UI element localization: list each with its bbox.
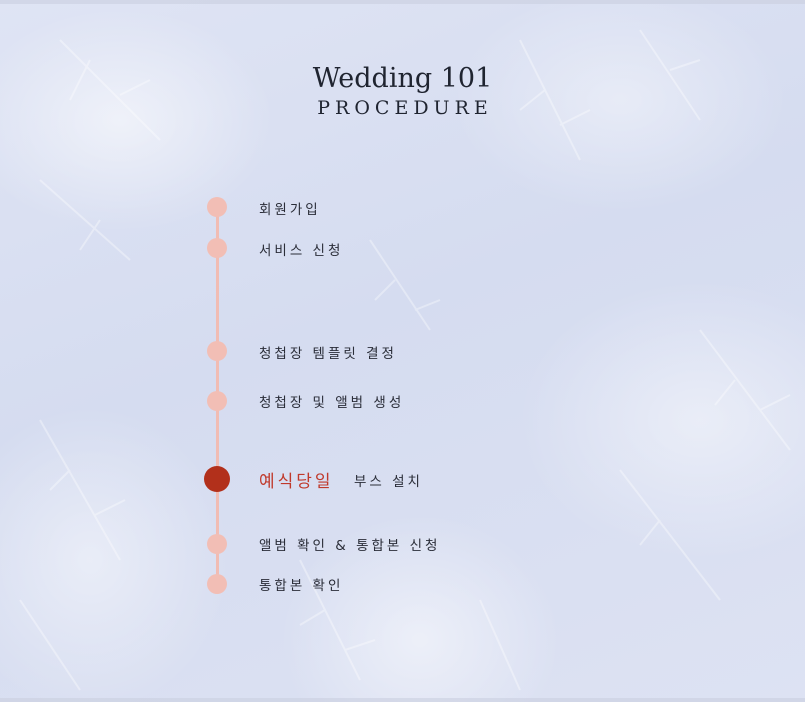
step-7: 통합본 확인 xyxy=(0,574,805,598)
step-dot xyxy=(207,574,227,594)
step-dot xyxy=(207,391,227,411)
step-1: 회원가입 xyxy=(0,197,805,221)
step-5-active: 예식당일 부스 설치 xyxy=(0,466,805,494)
step-label: 청첩장 및 앨범 생성 xyxy=(259,395,405,411)
step-label: 앨범 확인 & 통합본 신청 xyxy=(259,538,441,554)
step-dot-active xyxy=(204,466,230,492)
step-label: 서비스 신청 xyxy=(259,243,344,259)
step-label-active: 예식당일 xyxy=(259,472,334,492)
step-label: 청첩장 템플릿 결정 xyxy=(259,346,397,362)
step-label: 통합본 확인 xyxy=(259,578,344,594)
header: Wedding 101 PROCEDURE xyxy=(0,62,805,120)
step-dot xyxy=(207,197,227,217)
step-dot xyxy=(207,341,227,361)
page-title: Wedding 101 xyxy=(312,63,493,94)
step-6: 앨범 확인 & 통합본 신청 xyxy=(0,534,805,558)
page-subtitle: PROCEDURE xyxy=(317,97,493,119)
step-label: 회원가입 xyxy=(259,202,321,218)
step-dot xyxy=(207,238,227,258)
step-4: 청첩장 및 앨범 생성 xyxy=(0,391,805,415)
step-dot xyxy=(207,534,227,554)
step-3: 청첩장 템플릿 결정 xyxy=(0,341,805,365)
step-sublabel: 부스 설치 xyxy=(354,474,423,490)
step-2: 서비스 신청 xyxy=(0,238,805,262)
